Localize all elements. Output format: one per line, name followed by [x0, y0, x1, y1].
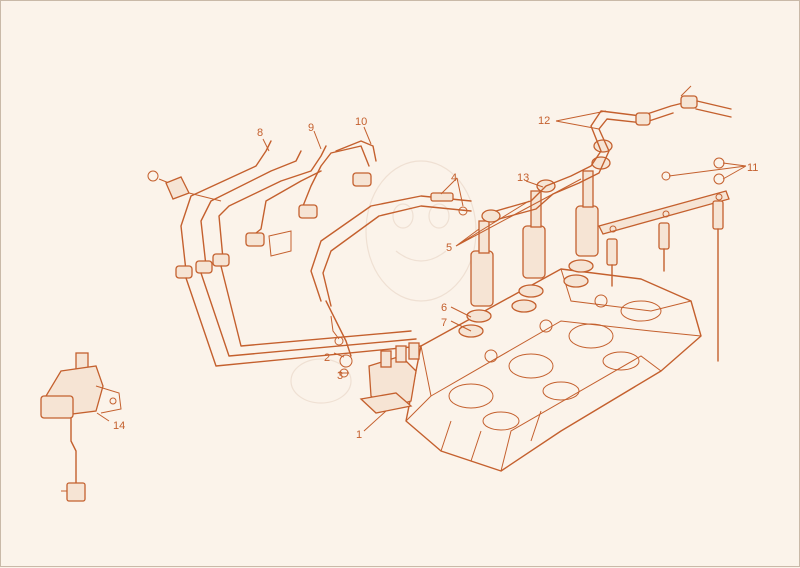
callout-5: 5: [446, 242, 452, 254]
callout-4: 4: [451, 172, 457, 184]
leak-off-line: [310, 192, 472, 357]
cylinder-head-block: [405, 268, 702, 472]
callout-9: 9: [308, 122, 314, 134]
callout-10: 10: [355, 116, 367, 128]
callout-11: 11: [747, 162, 758, 174]
glow-plug-set: [598, 157, 730, 362]
callout-6: 6: [441, 302, 447, 314]
callout-14: 14: [113, 420, 125, 432]
callout-2: 2: [324, 352, 330, 364]
overflow-pipe: [495, 85, 732, 220]
injection-pipes: [175, 140, 422, 367]
injectors: [458, 139, 613, 338]
leader-lines: [96, 110, 747, 432]
stop-solenoid: [40, 352, 122, 502]
callout-8: 8: [257, 127, 263, 139]
callout-3: 3: [337, 370, 343, 382]
callout-12: 12: [538, 115, 550, 127]
pump-assembly: [334, 336, 420, 414]
callout-7: 7: [441, 317, 447, 329]
callout-labels: 1 2 3 4 5 6 7 8 9 10 11 12 13 14: [113, 115, 758, 441]
clamp-bracket: [147, 170, 222, 202]
callout-1: 1: [356, 429, 362, 441]
callout-13: 13: [517, 172, 529, 184]
